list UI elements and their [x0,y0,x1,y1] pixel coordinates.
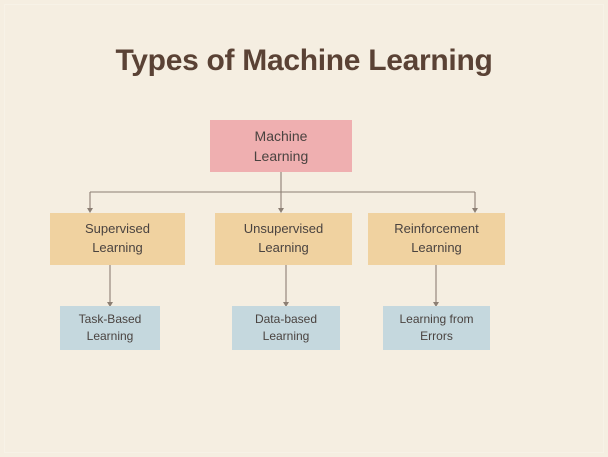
node-task-based-learning[interactable]: Task-Based Learning [60,306,160,350]
page-title: Types of Machine Learning [115,44,493,77]
node-label-line-2: Learning [253,148,309,164]
node-label-line-1: Unsupervised [243,221,324,237]
node-label-line-2: Learning [258,240,309,255]
node-label-line-1: Data-based [254,311,318,326]
node-label-line-2: Learning [86,329,134,343]
node-label-line-1: Supervised [84,221,151,237]
node-supervised-learning[interactable]: Supervised Learning [50,213,185,265]
node-label-line-1: Task-Based [78,311,142,326]
node-label-line-1: Learning from [399,311,474,326]
node-learning-from-errors[interactable]: Learning from Errors [383,306,490,350]
node-machine-learning[interactable]: Machine Learning [210,120,352,172]
node-data-based-learning[interactable]: Data-based Learning [232,306,340,350]
node-label-line-2: Learning [92,240,143,255]
node-reinforcement-learning[interactable]: Reinforcement Learning [368,213,505,265]
node-label-line-2: Learning [411,240,462,255]
node-label-line-1: Reinforcement [394,221,479,237]
node-unsupervised-learning[interactable]: Unsupervised Learning [215,213,352,265]
node-label-line-2: Learning [262,329,310,343]
node-label-line-2: Errors [420,329,453,343]
node-label-line-1: Machine [254,127,308,144]
